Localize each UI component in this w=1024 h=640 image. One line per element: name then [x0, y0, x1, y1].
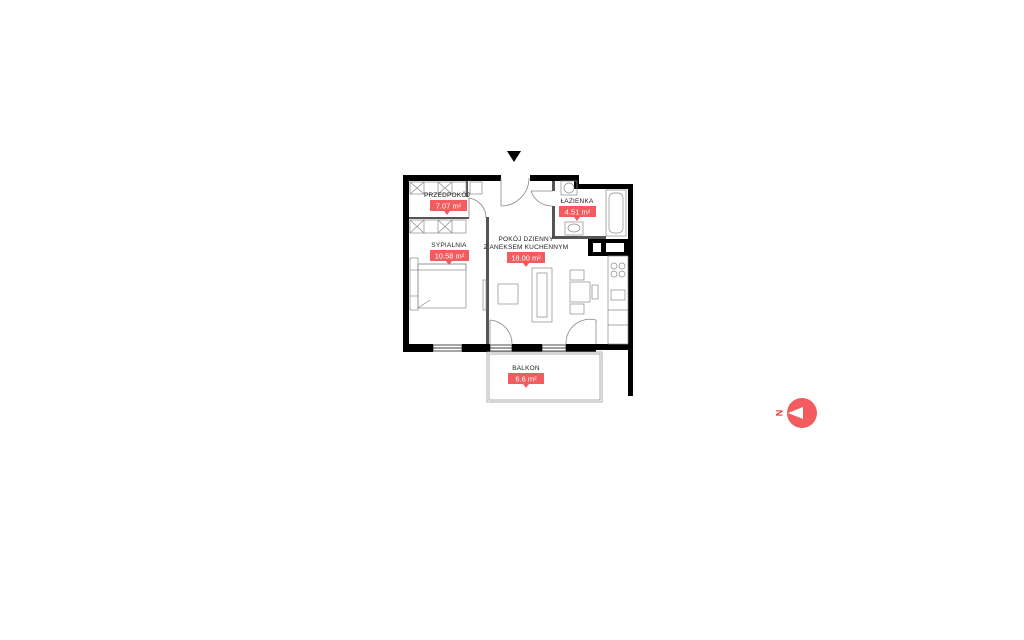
bed — [409, 257, 467, 311]
label-living: POKÓJ DZIENNY Z ANEKSEM KUCHENNYM 18.00 … — [484, 234, 569, 267]
label-balcony: BALKON 6.6 m² — [508, 365, 544, 388]
area-balcony: 6.6 m² — [515, 375, 537, 384]
room-name-living-1: POKÓJ DZIENNY — [499, 234, 554, 243]
area-badge-hall — [430, 200, 467, 211]
area-badge-pointer — [444, 211, 450, 215]
inner-walls — [409, 181, 606, 344]
outer-walls — [403, 175, 633, 396]
entrance-arrow-icon — [507, 151, 521, 162]
area-badge-balcony — [508, 373, 544, 384]
shaft — [588, 239, 628, 256]
label-bedroom: SYPIALNIA 10.58 m² — [430, 242, 469, 265]
compass-letter: N — [775, 410, 785, 417]
compass-icon[interactable]: N — [775, 398, 818, 428]
area-badge-pointer — [523, 263, 529, 267]
area-badge-living — [507, 252, 545, 263]
area-badge-pointer — [446, 261, 452, 265]
area-badge-pointer — [574, 217, 580, 221]
room-name-bedroom: SYPIALNIA — [431, 242, 467, 249]
area-bathroom: 4.51 m² — [565, 208, 591, 217]
area-bedroom: 10.58 m² — [435, 252, 465, 261]
area-living: 18.00 m² — [511, 254, 541, 263]
balcony-outline — [486, 351, 603, 403]
area-hall: 7.07 m² — [436, 202, 462, 211]
room-name-hall: PRZEDPOKÓJ — [424, 190, 470, 199]
kitchen-counter — [607, 255, 629, 345]
doors — [468, 177, 597, 345]
area-badge-bathroom — [559, 206, 596, 217]
windows — [432, 344, 567, 352]
label-hall: PRZEDPOKÓJ 7.07 m² — [424, 190, 470, 215]
room-name-living-2: Z ANEKSEM KUCHENNYM — [484, 244, 569, 251]
bathroom-fixtures — [560, 180, 627, 237]
area-badge-pointer — [523, 384, 529, 388]
label-bathroom: ŁAZIENKA 4.51 m² — [559, 198, 596, 221]
hall-wardrobe — [409, 181, 483, 195]
room-name-bathroom: ŁAZIENKA — [560, 198, 593, 205]
area-badge-bedroom — [430, 250, 469, 261]
living-furniture — [482, 267, 599, 323]
bedroom-wardrobe — [409, 219, 467, 234]
room-name-balcony: BALKON — [512, 365, 540, 372]
